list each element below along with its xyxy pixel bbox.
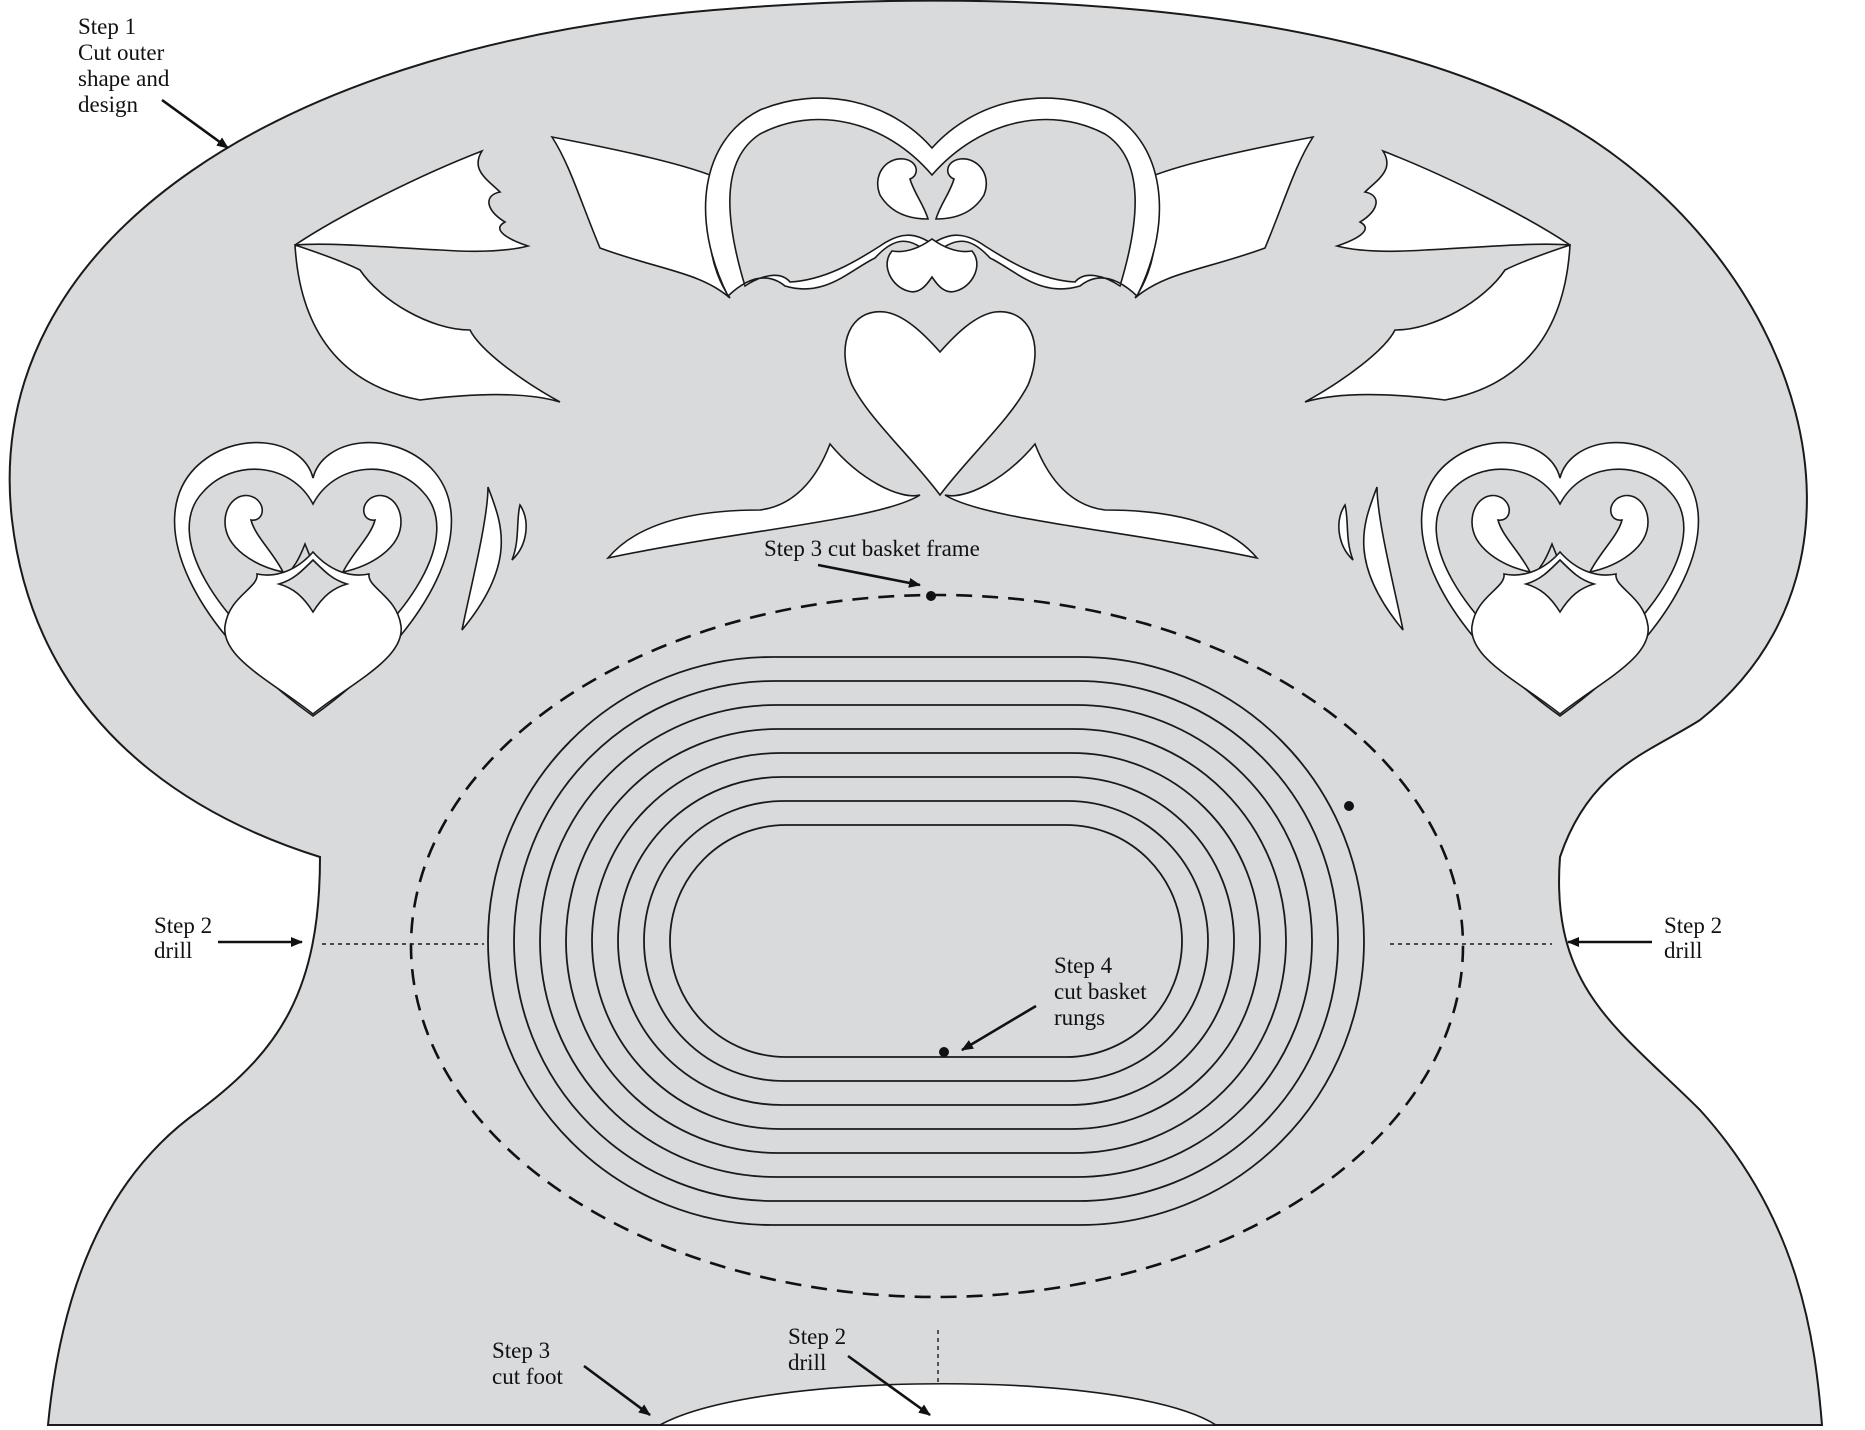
step1-line2: Cut outer bbox=[78, 40, 165, 65]
frame-start-dot-right bbox=[1344, 801, 1354, 811]
step4-line3: rungs bbox=[1054, 1005, 1105, 1030]
step3-frame-label: Step 3 cut basket frame bbox=[764, 536, 980, 561]
step2-left-line1: Step 2 bbox=[154, 913, 212, 938]
step4-line2: cut basket bbox=[1054, 979, 1147, 1004]
rung-start-dot bbox=[939, 1047, 949, 1057]
step2-bottom-line2: drill bbox=[788, 1350, 826, 1375]
frame-start-dot-top bbox=[926, 591, 936, 601]
step1-label: Step 1 Cut outer shape and design bbox=[78, 14, 175, 117]
step1-line4: design bbox=[78, 92, 139, 117]
step2-right-label: Step 2 drill bbox=[1664, 913, 1728, 963]
step2-bottom-line1: Step 2 bbox=[788, 1324, 846, 1349]
step3-foot-label: Step 3 cut foot bbox=[492, 1338, 564, 1389]
step2-right-line2: drill bbox=[1664, 938, 1702, 963]
step2-right-line1: Step 2 bbox=[1664, 913, 1722, 938]
step4-line1: Step 4 bbox=[1054, 953, 1113, 978]
step3-foot-line1: Step 3 bbox=[492, 1338, 550, 1363]
step1-arrow bbox=[162, 100, 228, 148]
step3-foot-line2: cut foot bbox=[492, 1364, 564, 1389]
step1-line1: Step 1 bbox=[78, 14, 136, 39]
step2-left-line2: drill bbox=[154, 938, 192, 963]
step2-left-label: Step 2 drill bbox=[154, 913, 218, 963]
step1-line3: shape and bbox=[78, 66, 170, 91]
